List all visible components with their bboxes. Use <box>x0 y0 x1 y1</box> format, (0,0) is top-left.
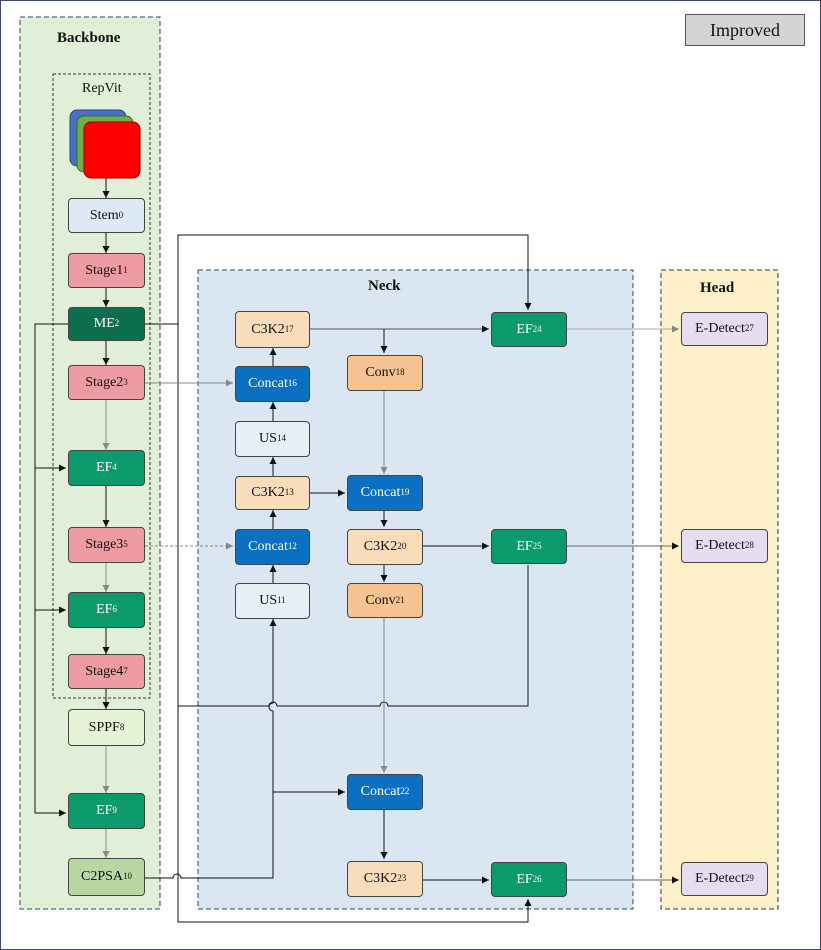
neck-label: Neck <box>368 278 401 294</box>
improved-badge: Improved <box>685 14 805 46</box>
repvit-label: RepVit <box>82 81 122 96</box>
backbone-label: Backbone <box>57 30 121 46</box>
input-image-red <box>83 121 141 179</box>
head-label: Head <box>700 280 735 296</box>
head-region <box>660 269 779 910</box>
repvit-region <box>52 73 151 699</box>
